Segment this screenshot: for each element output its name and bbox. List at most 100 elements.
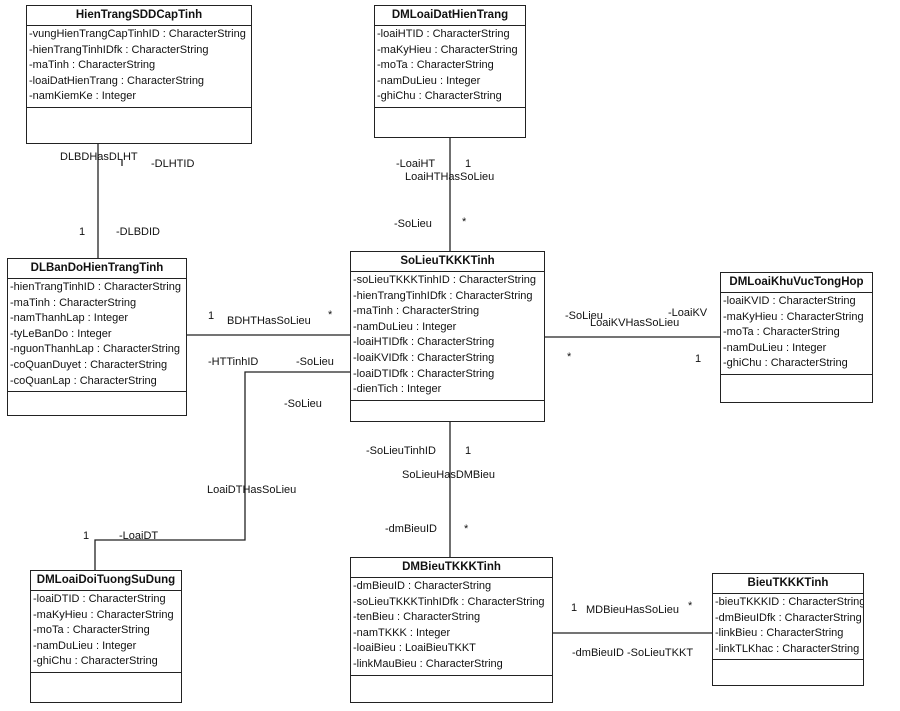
attribute: -hienTrangTinhIDfk : CharacterString <box>29 43 209 56</box>
attribute: -bieuTKKKID : CharacterString <box>715 596 863 608</box>
attribute: -hienTrangTinhIDfk : CharacterString <box>353 289 533 302</box>
operations-compartment <box>31 673 181 691</box>
attribute: -loaiDTID : CharacterString <box>33 593 166 605</box>
role-httinhid: -HTTinhID <box>208 356 259 368</box>
attribute: -dmBieuIDfk : CharacterString <box>715 611 862 624</box>
attribute-list: -hienTrangTinhID : CharacterString -maTi… <box>8 279 186 393</box>
attribute: -moTa : CharacterString <box>377 59 494 72</box>
assoc-name-dlbdhasdlht: DLBDHasDLHT <box>60 151 138 163</box>
role-solieutinhid: -SoLieuTinhID <box>366 445 436 457</box>
assoc-name-bdhthassolieu: BDHTHasSoLieu <box>227 315 311 327</box>
attribute: -hienTrangTinhID : CharacterString <box>10 281 181 293</box>
attribute: -moTa : CharacterString <box>33 624 150 637</box>
operations-compartment <box>721 375 872 393</box>
attribute-list: -loaiHTID : CharacterString -maKyHieu : … <box>375 26 525 108</box>
class-dmloaidoituongsudung: DMLoaiDoiTuongSuDung -loaiDTID : Charact… <box>30 570 182 703</box>
class-bieutkkktinh: BieuTKKKTinh -bieuTKKKID : CharacterStri… <box>712 573 864 686</box>
attribute: -namDuLieu : Integer <box>377 74 481 87</box>
attribute-list: -vungHienTrangCapTinhID : CharacterStrin… <box>27 26 251 108</box>
attribute: -loaiHTIDfk : CharacterString <box>353 336 495 349</box>
role-dmbieuid: -dmBieuID <box>385 523 437 535</box>
attribute: -soLieuTKKKTinhID : CharacterString <box>353 274 536 286</box>
attribute: -nguonThanhLap : CharacterString <box>10 343 180 356</box>
role-loaiht: -LoaiHT <box>396 158 436 170</box>
class-name: DMLoaiKhuVucTongHop <box>721 273 872 293</box>
attribute: -loaiBieu : LoaiBieuTKKT <box>353 642 476 655</box>
multiplicity-one: 1 <box>465 158 472 170</box>
operations-compartment <box>713 660 863 678</box>
attribute: -moTa : CharacterString <box>723 326 840 339</box>
assoc-name-loaidthassolieu: LoaiDTHasSoLieu <box>207 484 297 496</box>
attribute: -maTinh : CharacterString <box>10 296 137 309</box>
operations-compartment <box>27 108 251 126</box>
attribute: -dmBieuID : CharacterString <box>353 580 492 592</box>
attribute: -namThanhLap : Integer <box>10 312 129 325</box>
attribute: -ghiChu : CharacterString <box>377 90 502 103</box>
multiplicity-one: 1 <box>571 602 578 614</box>
operations-compartment <box>351 676 552 694</box>
attribute: -vungHienTrangCapTinhID : CharacterStrin… <box>29 28 246 40</box>
attribute: -maTinh : CharacterString <box>29 59 156 72</box>
role-solieu: -SoLieu <box>565 310 603 322</box>
attribute: -coQuanDuyet : CharacterString <box>10 358 168 371</box>
role-solieu: -SoLieu <box>394 218 432 230</box>
operations-compartment <box>351 401 544 419</box>
attribute: -namDuLieu : Integer <box>353 320 457 333</box>
multiplicity-one: 1 <box>208 310 215 322</box>
operations-compartment <box>375 108 525 126</box>
multiplicity-many: * <box>328 309 333 321</box>
class-solieutkkktinh: SoLieuTKKKTinh -soLieuTKKKTinhID : Chara… <box>350 251 545 422</box>
assoc-name-loaihthassolieu: LoaiHTHasSoLieu <box>405 171 495 183</box>
class-dmloaidathientrang: DMLoaiDatHienTrang -loaiHTID : Character… <box>374 5 526 138</box>
assoc-name-loaikvhassolieu: LoaiKVHasSoLieu <box>590 317 680 329</box>
class-hientrangsddcaptinh: HienTrangSDDCapTinh -vungHienTrangCapTin… <box>26 5 252 144</box>
attribute: -loaiKVID : CharacterString <box>723 295 856 307</box>
assoc-name-mdbieuhassolieu: MDBieuHasSoLieu <box>586 604 679 616</box>
role-loaikv: -LoaiKV <box>668 307 708 319</box>
assoc-line-loaidthassolieu <box>94 371 350 570</box>
class-dlbandohientrangtinh: DLBanDoHienTrangTinh -hienTrangTinhID : … <box>7 258 187 416</box>
class-dmloaikhuvuctonghop: DMLoaiKhuVucTongHop -loaiKVID : Characte… <box>720 272 873 403</box>
role-solieu: -SoLieu <box>284 398 322 410</box>
class-name: HienTrangSDDCapTinh <box>27 6 251 26</box>
class-name: BieuTKKKTinh <box>713 574 863 594</box>
operations-compartment <box>8 392 186 410</box>
multiplicity-many: * <box>567 351 572 363</box>
attribute: -maKyHieu : CharacterString <box>33 608 174 621</box>
attribute-list: -bieuTKKKID : CharacterString -dmBieuIDf… <box>713 594 863 661</box>
multiplicity-many: * <box>462 216 467 228</box>
attribute-list: -loaiKVID : CharacterString -maKyHieu : … <box>721 293 872 375</box>
attribute: -tenBieu : CharacterString <box>353 611 481 624</box>
multiplicity-one: 1 <box>83 530 90 542</box>
role-dmbieuid-solieutkkt: -dmBieuID -SoLieuTKKT <box>572 647 694 659</box>
attribute: -loaiHTID : CharacterString <box>377 28 510 40</box>
attribute: -ghiChu : CharacterString <box>723 357 848 370</box>
attribute-list: -loaiDTID : CharacterString -maKyHieu : … <box>31 591 181 673</box>
attribute: -tyLeBanDo : Integer <box>10 327 112 340</box>
attribute: -namDuLieu : Integer <box>723 341 827 354</box>
role-solieu: -SoLieu <box>296 356 334 368</box>
role-dlbdid: -DLBDID <box>116 226 161 238</box>
class-name: DMLoaiDoiTuongSuDung <box>31 571 181 591</box>
attribute-list: -dmBieuID : CharacterString -soLieuTKKKT… <box>351 578 552 676</box>
attribute: -loaiDatHienTrang : CharacterString <box>29 74 205 87</box>
attribute: -dienTich : Integer <box>353 383 442 396</box>
attribute: -loaiDTIDfk : CharacterString <box>353 367 495 380</box>
class-name: DMLoaiDatHienTrang <box>375 6 525 26</box>
attribute: -namKiemKe : Integer <box>29 90 136 103</box>
multiplicity-one: 1 <box>695 353 702 365</box>
class-name: DLBanDoHienTrangTinh <box>8 259 186 279</box>
attribute: -maKyHieu : CharacterString <box>723 310 864 323</box>
class-name: SoLieuTKKKTinh <box>351 252 544 272</box>
attribute: -namTKKK : Integer <box>353 626 451 639</box>
class-name: DMBieuTKKKTinh <box>351 558 552 578</box>
attribute: -maTinh : CharacterString <box>353 305 480 318</box>
attribute: -coQuanLap : CharacterString <box>10 374 157 387</box>
attribute: -linkMauBieu : CharacterString <box>353 657 503 670</box>
multiplicity-many: * <box>464 523 469 535</box>
attribute-list: -soLieuTKKKTinhID : CharacterString -hie… <box>351 272 544 401</box>
multiplicity-one: 1 <box>79 226 86 238</box>
attribute: -linkTLKhac : CharacterString <box>715 642 860 655</box>
attribute: -loaiKVIDfk : CharacterString <box>353 351 495 364</box>
